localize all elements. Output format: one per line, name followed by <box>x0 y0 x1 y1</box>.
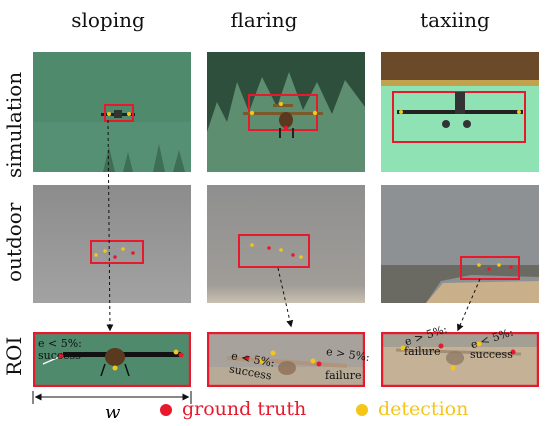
roi-sloping-criterion: e < 5%: <box>38 337 82 350</box>
row-header-simulation: simulation <box>2 71 26 178</box>
detection-legend-label: detection <box>378 398 469 420</box>
roi-taxiing-right-result: success <box>470 348 513 361</box>
column-header-sloping: sloping <box>71 8 145 32</box>
roi-taxiing-image <box>381 332 539 387</box>
column-header-taxiing: taxiing <box>420 8 490 32</box>
roi-flaring-right-result: failure <box>325 369 362 382</box>
row-header-roi: ROI <box>2 336 26 376</box>
simulation-taxiing-image <box>381 52 539 172</box>
simulation-flaring-image <box>207 52 365 172</box>
detection-legend-dot <box>356 404 368 416</box>
roi-sloping-result: success <box>38 349 81 362</box>
roi-sloping-image <box>33 332 191 387</box>
ground-truth-legend-label: ground truth <box>182 398 307 420</box>
column-header-flaring: flaring <box>230 8 298 32</box>
roi-flaring-image <box>207 332 365 387</box>
outdoor-flaring-image <box>207 185 365 303</box>
outdoor-taxiing-image <box>381 185 539 303</box>
width-label: w <box>105 402 121 423</box>
roi-taxiing-left-result: failure <box>404 345 441 358</box>
ground-truth-legend-dot <box>160 404 172 416</box>
outdoor-sloping-image <box>33 185 191 303</box>
simulation-sloping-image <box>33 52 191 172</box>
row-header-outdoor: outdoor <box>2 202 26 282</box>
